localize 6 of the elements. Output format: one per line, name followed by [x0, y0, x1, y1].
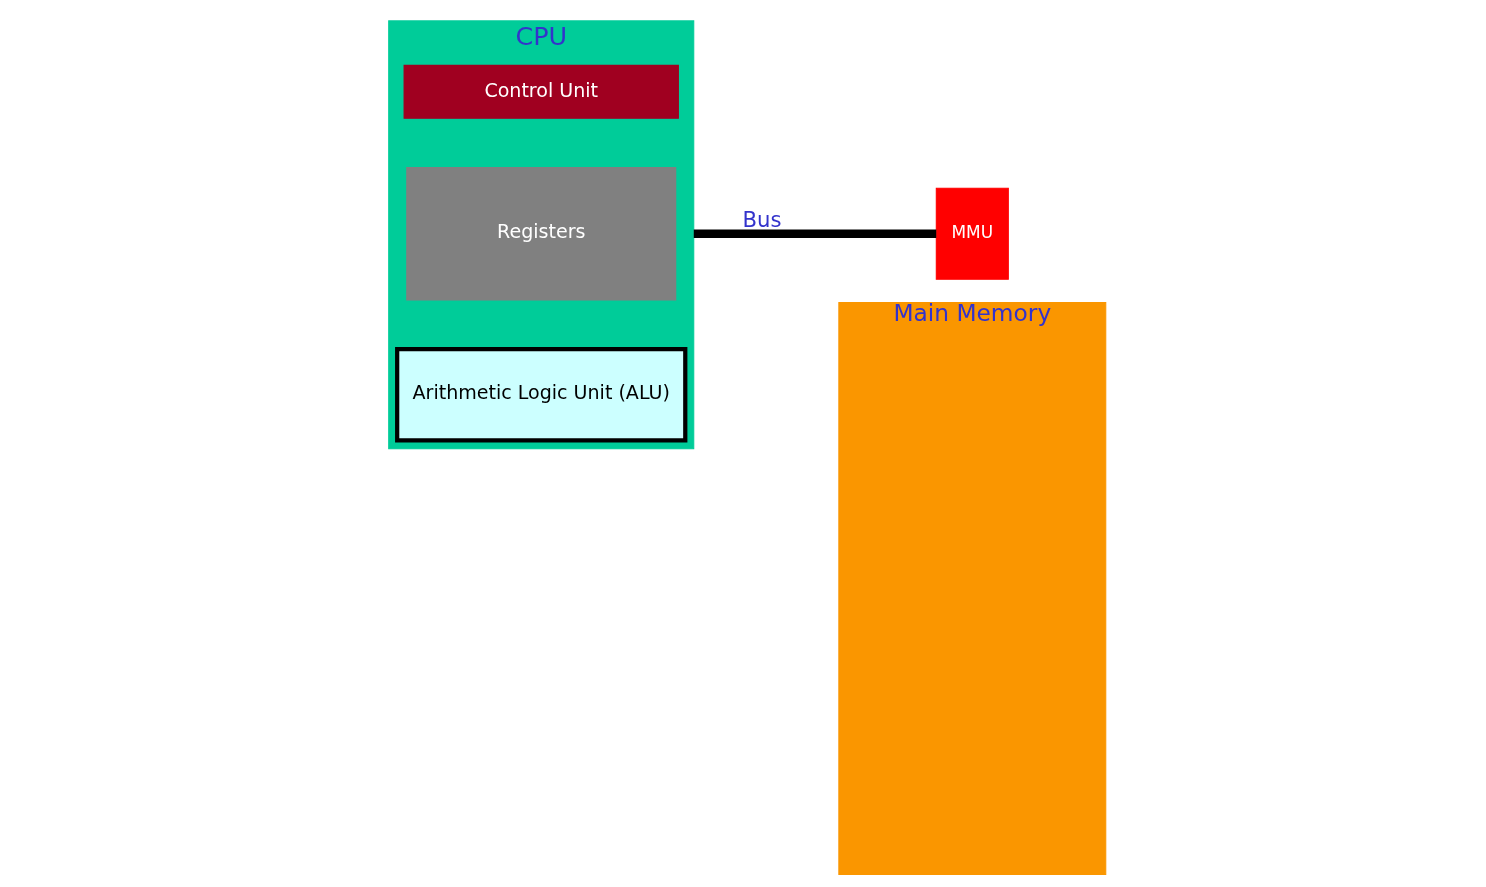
node-box: MMU: [935, 187, 1009, 280]
node-box: Main Memory: [838, 302, 1107, 876]
edge-label: Bus: [742, 207, 782, 233]
connector: [693, 229, 937, 239]
node-box: Control Unit: [403, 64, 679, 119]
node-box: Arithmetic Logic Unit (ALU): [395, 347, 688, 443]
